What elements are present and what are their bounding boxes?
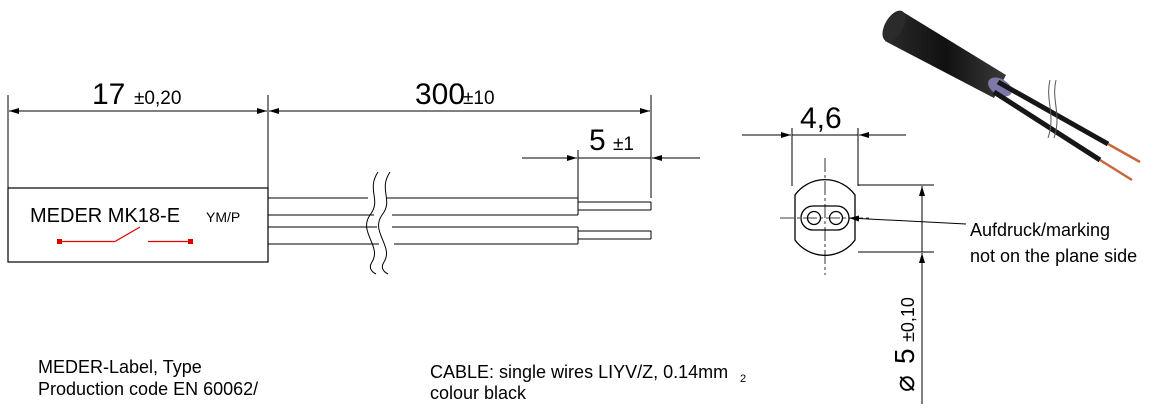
label-note-line2: Production code EN 60062/	[38, 379, 258, 399]
marking-leader	[848, 215, 967, 225]
copper-tip-upper	[1107, 142, 1141, 164]
body-label-code: YM/P	[206, 209, 240, 225]
cable-3d-upper	[996, 79, 1110, 147]
cable-note-line1: CABLE: single wires LIYV/Z, 0.14mm	[430, 362, 728, 382]
marking-note-line2: not on the plane side	[970, 246, 1137, 266]
sensor-3d-body	[885, 12, 1006, 98]
cable-length-value: 300	[415, 78, 465, 111]
body-length-value: 17	[92, 78, 125, 111]
body-label-type: MEDER MK18-E	[30, 205, 180, 227]
marking-note-line1: Aufdruck/marking	[970, 220, 1110, 240]
wire-lower	[268, 226, 652, 245]
diameter-value: 5	[889, 348, 920, 364]
diameter-label: ⌀ 5 ±0,10	[889, 297, 920, 392]
strip-length-value: 5	[589, 124, 606, 157]
label-note-line1: MEDER-Label, Type	[38, 357, 202, 377]
cable-note-subscript: 2	[740, 373, 746, 385]
notes: MEDER-Label, Type Production code EN 600…	[38, 357, 746, 403]
wire-upper	[268, 197, 652, 216]
sensor-3d-top	[882, 10, 906, 42]
isometric-view	[882, 10, 1141, 182]
diameter-symbol: ⌀	[889, 375, 920, 392]
width-value: 4,6	[800, 102, 842, 135]
strip-length-tolerance: ±1	[613, 134, 634, 155]
sensor-3d-end	[988, 77, 1012, 97]
cable-note-line2: colour black	[430, 383, 527, 403]
break-symbol-3d	[1047, 79, 1052, 139]
break-symbol	[366, 171, 391, 275]
reed-switch-symbol	[57, 226, 193, 244]
body-length-tolerance: ±0,20	[134, 88, 181, 109]
sensor-body	[7, 187, 269, 263]
diameter-tolerance: ±0,10	[898, 297, 918, 342]
cable-3d-lower	[992, 89, 1102, 163]
end-view: 4,6 ⌀ 5 ±0,10 Aufdruck/marking not on th…	[742, 102, 1137, 404]
side-view: 17 ±0,20 300 ±10 5 ±1 MEDER MK18-E YM/P	[7, 78, 700, 275]
cable-length-tolerance: ±10	[463, 88, 495, 109]
copper-tip-lower	[1099, 158, 1133, 182]
